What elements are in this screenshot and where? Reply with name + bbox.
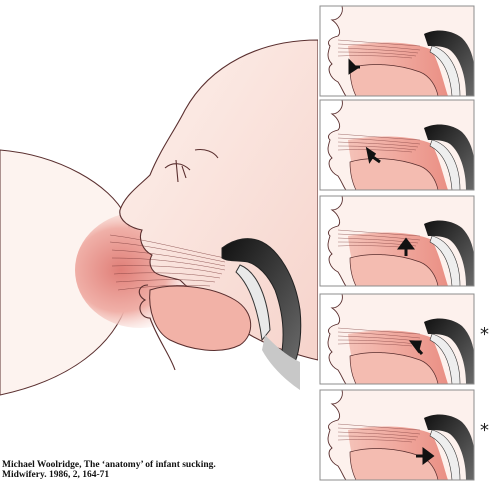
sequence-panels	[320, 6, 474, 480]
citation-line-1: Michael Woolridge, The ‘anatomy’ of infa…	[2, 460, 332, 470]
panel-4	[320, 294, 474, 384]
citation: Michael Woolridge, The ‘anatomy’ of infa…	[2, 460, 332, 482]
panel-2	[320, 100, 474, 190]
main-illustration	[0, 40, 318, 395]
panel-1	[320, 6, 474, 96]
citation-line-2: Midwifery. 1986, 2, 164-71	[2, 470, 332, 480]
panel-5	[320, 390, 474, 480]
panel-3	[320, 196, 474, 286]
asterisk-marker-4: *	[480, 326, 489, 344]
asterisk-marker-5: *	[480, 422, 489, 440]
